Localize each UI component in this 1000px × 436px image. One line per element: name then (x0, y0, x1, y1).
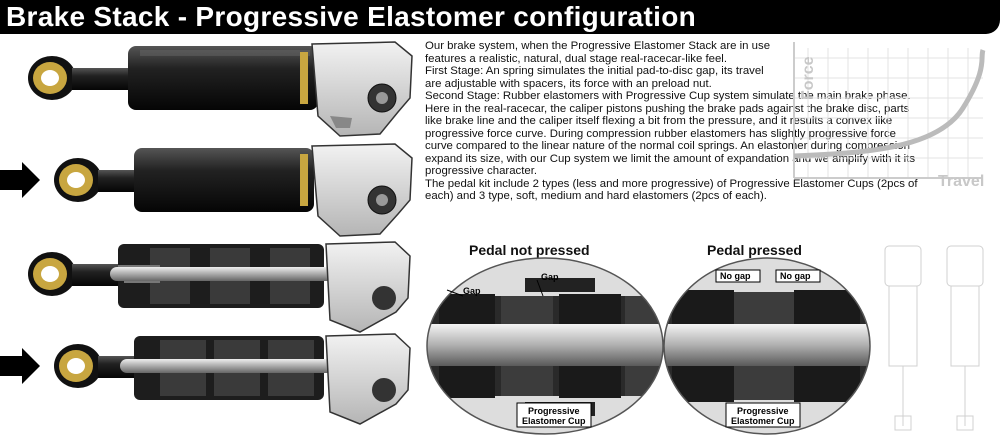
panel-title-not-pressed: Pedal not pressed (469, 242, 590, 258)
cup-label-right-1: Progressive (737, 406, 789, 416)
description-stage1: First Stage: An spring simulates the ini… (425, 65, 764, 90)
cutaway-pressed: No gap No gap Progressive Elastomer Cup (663, 257, 871, 435)
wireframe-sketches (884, 245, 984, 431)
description: Our brake system, when the Progressive E… (425, 40, 925, 203)
cup-label-left-2: Elastomer Cup (522, 416, 586, 426)
graph-x-label: Travel (938, 173, 984, 188)
assembly-2 (0, 143, 413, 237)
force-curve (793, 49, 986, 159)
gap-label-2: Gap (541, 272, 559, 282)
no-gap-label-1: No gap (720, 271, 751, 281)
title-bar: Brake Stack - Progressive Elastomer conf… (0, 0, 1000, 34)
cup-label-left-1: Progressive (528, 406, 580, 416)
page-title: Brake Stack - Progressive Elastomer conf… (6, 1, 697, 32)
description-kit: The pedal kit include 2 types (less and … (425, 177, 918, 203)
cutaway-not-pressed: Gap Gap Progressive Elastomer Cup (426, 257, 664, 435)
no-gap-label-2: No gap (780, 271, 811, 281)
cup-label-right-2: Elastomer Cup (731, 416, 795, 426)
assembly-4 (0, 333, 411, 425)
description-stage2: Second Stage: Rubber elastomers with Pro… (425, 90, 916, 177)
panel-title-pressed: Pedal pressed (707, 242, 802, 258)
assembly-3 (28, 241, 411, 333)
assembly-1 (28, 41, 413, 137)
gap-label-1: Gap (463, 286, 481, 296)
title-background (0, 0, 1000, 34)
force-travel-graph: Force Travel (793, 42, 986, 188)
graph-y-label: Force (800, 56, 817, 100)
description-intro: Our brake system, when the Progressive E… (425, 40, 771, 65)
brake-stack-illustrations (0, 41, 413, 425)
